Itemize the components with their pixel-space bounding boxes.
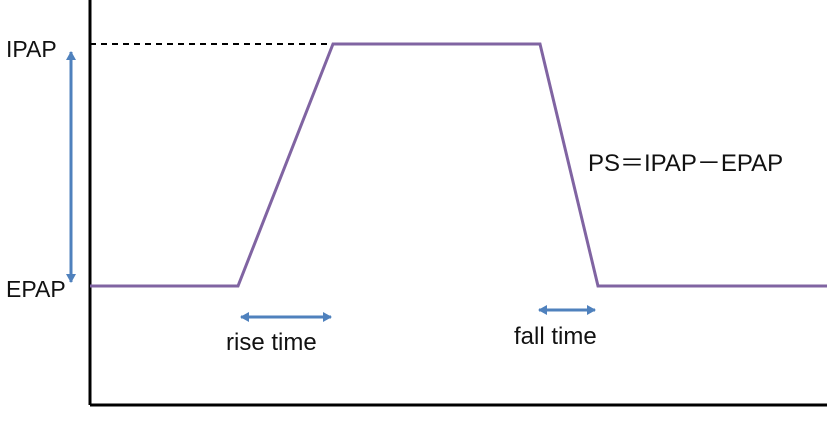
pressure-support-formula: PS＝IPAP－EPAP: [588, 150, 783, 177]
fall-time-label: fall time: [514, 323, 597, 350]
epap-label: EPAP: [6, 276, 66, 302]
rise-time-label: rise time: [226, 329, 317, 356]
pressure-waveform: [90, 42, 827, 288]
ipap-label: IPAP: [6, 36, 57, 62]
